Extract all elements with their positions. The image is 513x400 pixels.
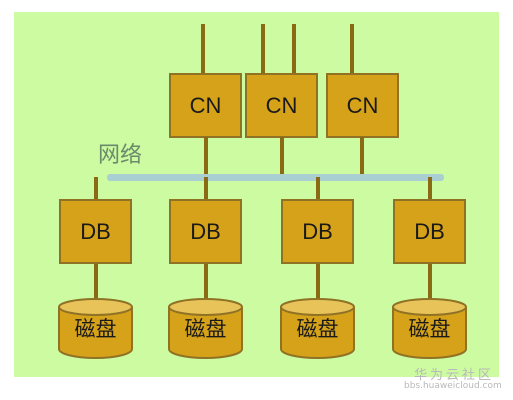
network-db-line [316,177,320,201]
disk-label: 磁盘 [74,317,117,341]
architecture-diagram: CN CN CN 网络 DB DB DB DB 磁盘 [14,12,499,377]
watermark-url: bbs.huaweicloud.com [404,381,502,391]
network-db-line [428,177,432,201]
cn-inbound-line [292,24,296,75]
cn-node-label: CN [346,92,379,118]
db-node-label: DB [80,218,111,244]
disk-cylinder-icon [280,298,355,359]
cn-inbound-line [201,24,205,75]
cn-network-line [360,137,364,177]
cn-node-label: CN [265,92,298,118]
db-disk-line [204,264,208,298]
cn-network-line [280,137,284,177]
db-node: DB [281,199,354,264]
db-disk-line [316,264,320,298]
db-node: DB [169,199,242,264]
cn-node-label: CN [189,92,222,118]
cn-inbound-line [350,24,354,75]
disk-cylinder-icon [392,298,467,359]
disk-cylinder-icon [168,298,243,359]
db-node: DB [393,199,466,264]
network-bus [107,174,444,181]
cn-network-line [204,137,208,177]
db-disk-line [94,264,98,298]
disk-label: 磁盘 [184,317,227,341]
watermark-brand: 华为云社区 [414,368,495,383]
cn-node: CN [169,73,242,138]
db-node: DB [59,199,132,264]
disk-cylinder: 磁盘 [167,297,244,360]
disk-cylinder-icon [58,298,133,359]
db-node-label: DB [190,218,221,244]
db-node-label: DB [302,218,333,244]
db-disk-line [428,264,432,298]
network-label: 网络 [98,143,143,168]
disk-label: 磁盘 [296,317,339,341]
disk-cylinder: 磁盘 [279,297,356,360]
db-node-label: DB [414,218,445,244]
cn-node: CN [245,73,318,138]
cn-inbound-line [261,24,265,75]
disk-label: 磁盘 [408,317,451,341]
network-db-line [204,177,208,201]
network-db-line [94,177,98,201]
disk-cylinder: 磁盘 [57,297,134,360]
cn-node: CN [326,73,399,138]
disk-cylinder: 磁盘 [391,297,468,360]
